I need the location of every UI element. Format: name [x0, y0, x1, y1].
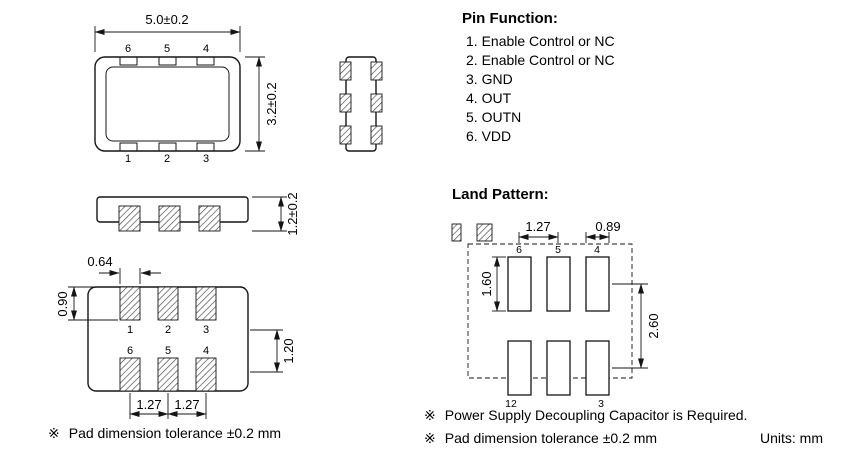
bottom-pin-4: 4 [203, 345, 209, 357]
reference-mark-icon: ※ [48, 425, 60, 441]
note-pad-tolerance-left: ※ Pad dimension tolerance ±0.2 mm [48, 425, 281, 442]
pin-function-title: Pin Function: [462, 10, 558, 27]
dim-pad-width: 0.64 [87, 254, 112, 269]
pin-number-6: 6 [125, 43, 131, 55]
dim-pitch-left: 1.27 [136, 397, 161, 412]
dim-pitch-right: 1.27 [174, 397, 199, 412]
bottom-pin-6: 6 [127, 345, 133, 357]
pin-function-item-6: 6. VDD [466, 128, 512, 144]
note-pad-tolerance-right: ※ Pad dimension tolerance ±0.2 mm [424, 430, 657, 447]
bottom-pin-2: 2 [165, 324, 171, 336]
dim-land-pad-width: 0.89 [595, 219, 620, 234]
side-view: 1.2±0.2 [96, 192, 300, 236]
end-view [339, 56, 383, 152]
land-pad-6: 6 [516, 244, 522, 256]
pin-function-item-1: 1. Enable Control or NC [466, 33, 615, 49]
pin-function-item-3: 3. GND [466, 71, 513, 87]
land-pattern-pad-fragment [476, 223, 493, 242]
reference-mark-icon: ※ [424, 407, 436, 423]
bottom-view: 1 2 3 6 5 4 0.64 0.90 1.20 1.27 [55, 254, 296, 419]
pin-number-5: 5 [164, 43, 170, 55]
pin-number-2: 2 [164, 153, 170, 165]
note-text: Pad dimension tolerance ±0.2 mm [68, 425, 282, 441]
pin-function-item-5: 5. OUTN [466, 109, 522, 125]
reference-mark-icon: ※ [424, 430, 436, 446]
land-pattern-drawing: 6 5 4 12 3 1.27 0.89 1.60 2.60 [451, 219, 661, 410]
note-text: Pad dimension tolerance ±0.2 mm [444, 430, 658, 446]
dim-land-pad-height: 1.60 [479, 271, 494, 296]
land-pattern-pad-fragment [451, 223, 462, 242]
note-decoupling-capacitor: ※ Power Supply Decoupling Capacitor is Re… [424, 407, 747, 424]
top-view: 5.0±0.2 3.2±0.2 6 5 4 1 2 3 [94, 12, 279, 165]
dim-package-thickness: 1.2±0.2 [285, 192, 300, 235]
land-pattern-title: Land Pattern: [452, 186, 549, 203]
dim-package-width: 5.0±0.2 [145, 12, 188, 27]
pin-number-3: 3 [203, 153, 209, 165]
land-pad-4: 4 [594, 244, 600, 256]
land-pad-1-2: 12 [505, 398, 517, 410]
bottom-pin-1: 1 [127, 324, 133, 336]
bottom-pin-3: 3 [203, 324, 209, 336]
pin-number-1: 1 [125, 153, 131, 165]
pin-function-item-4: 4. OUT [466, 90, 512, 106]
dim-package-height: 3.2±0.2 [264, 82, 279, 125]
land-pad-3: 3 [598, 398, 604, 410]
dim-bottom-pad-length: 1.20 [281, 338, 296, 363]
dim-pad-height: 0.90 [55, 291, 70, 316]
pin-function-list: 1. Enable Control or NC 2. Enable Contro… [466, 32, 615, 146]
pin-number-4: 4 [203, 43, 209, 55]
land-pad-5: 5 [555, 244, 561, 256]
bottom-pin-5: 5 [165, 345, 171, 357]
units-label: Units: mm [760, 430, 823, 446]
dim-land-pitch: 1.27 [525, 219, 550, 234]
pin-function-item-2: 2. Enable Control or NC [466, 52, 615, 68]
dim-land-row-span: 2.60 [646, 313, 661, 338]
note-text: Power Supply Decoupling Capacitor is Req… [444, 407, 748, 423]
